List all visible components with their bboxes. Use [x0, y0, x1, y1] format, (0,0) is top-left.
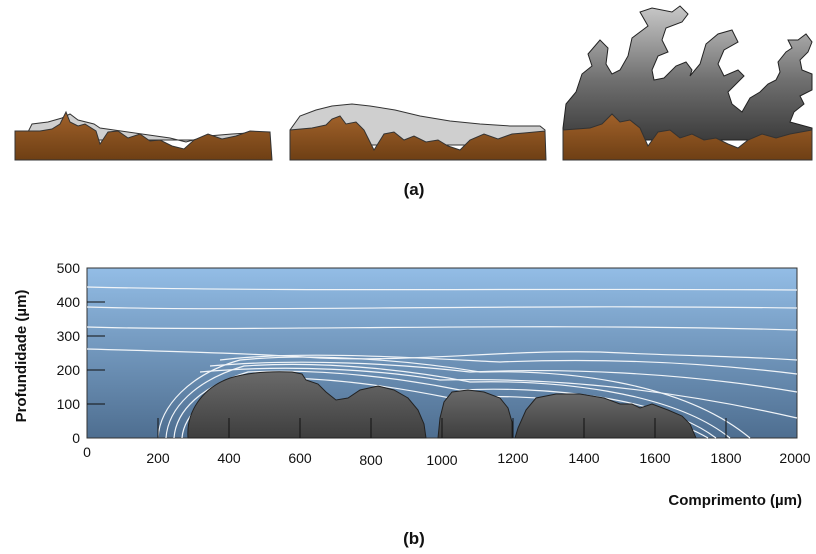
x-tick-label: 200: [146, 450, 170, 466]
x-tick-label: 1800: [710, 450, 741, 466]
stage-3-deposit: [562, 5, 813, 141]
y-tick-label: 100: [57, 396, 81, 412]
stage-2-illustration: [289, 103, 547, 161]
contour-line: [86, 348, 798, 361]
contour-line: [219, 354, 798, 375]
x-tick-label: 600: [288, 450, 312, 466]
y-tick-label: 0: [72, 430, 80, 446]
panel-b: 500 400 300 200 100 0 0 200 400 600 800 …: [13, 260, 811, 548]
y-tick-label: 500: [57, 260, 81, 276]
stage-1-substrate: [14, 110, 273, 161]
panel-a: (a): [14, 5, 813, 199]
deposit-body-3: [514, 393, 697, 439]
y-tick-label: 200: [57, 362, 81, 378]
contour-line: [165, 363, 731, 439]
x-axis-title: Comprimento (µm): [668, 492, 802, 509]
y-axis-title: Profundidade (µm): [13, 290, 30, 423]
x-tick-label: 800: [359, 452, 383, 468]
x-tick-label: 400: [217, 450, 241, 466]
contour-line: [173, 370, 717, 439]
contour-line: [209, 361, 798, 393]
stage-2-substrate: [289, 115, 547, 161]
contour-line: [199, 367, 798, 419]
contour-line: [86, 306, 798, 310]
contour-line: [86, 286, 798, 291]
y-tick-label: 300: [57, 328, 81, 344]
y-tick-label: 400: [57, 294, 81, 310]
x-tick-label: 0: [83, 444, 91, 460]
contour-line: [157, 356, 751, 439]
x-tick-label: 1200: [497, 450, 528, 466]
x-tick-labels: 0 200 400 600 800 1000 1200 1400 1600 18…: [83, 444, 811, 468]
x-tick-label: 1400: [568, 450, 599, 466]
panel-a-label: (a): [404, 180, 425, 199]
x-tick-label: 1000: [426, 452, 457, 468]
x-inner-ticks: [157, 418, 727, 438]
deposit-body-2: [437, 389, 513, 439]
stage-1-illustration: [14, 110, 273, 161]
stage-3-substrate: [562, 113, 813, 161]
x-tick-label: 2000: [779, 450, 810, 466]
deposit-body-1: [187, 371, 427, 439]
panel-b-label: (b): [403, 529, 425, 548]
x-tick-label: 1600: [639, 450, 670, 466]
deposit-bodies: [187, 371, 697, 439]
y-inner-ticks: [87, 301, 105, 405]
stage-3-illustration: [562, 5, 813, 161]
y-tick-labels: 500 400 300 200 100 0: [57, 260, 81, 446]
contour-line: [86, 326, 798, 331]
